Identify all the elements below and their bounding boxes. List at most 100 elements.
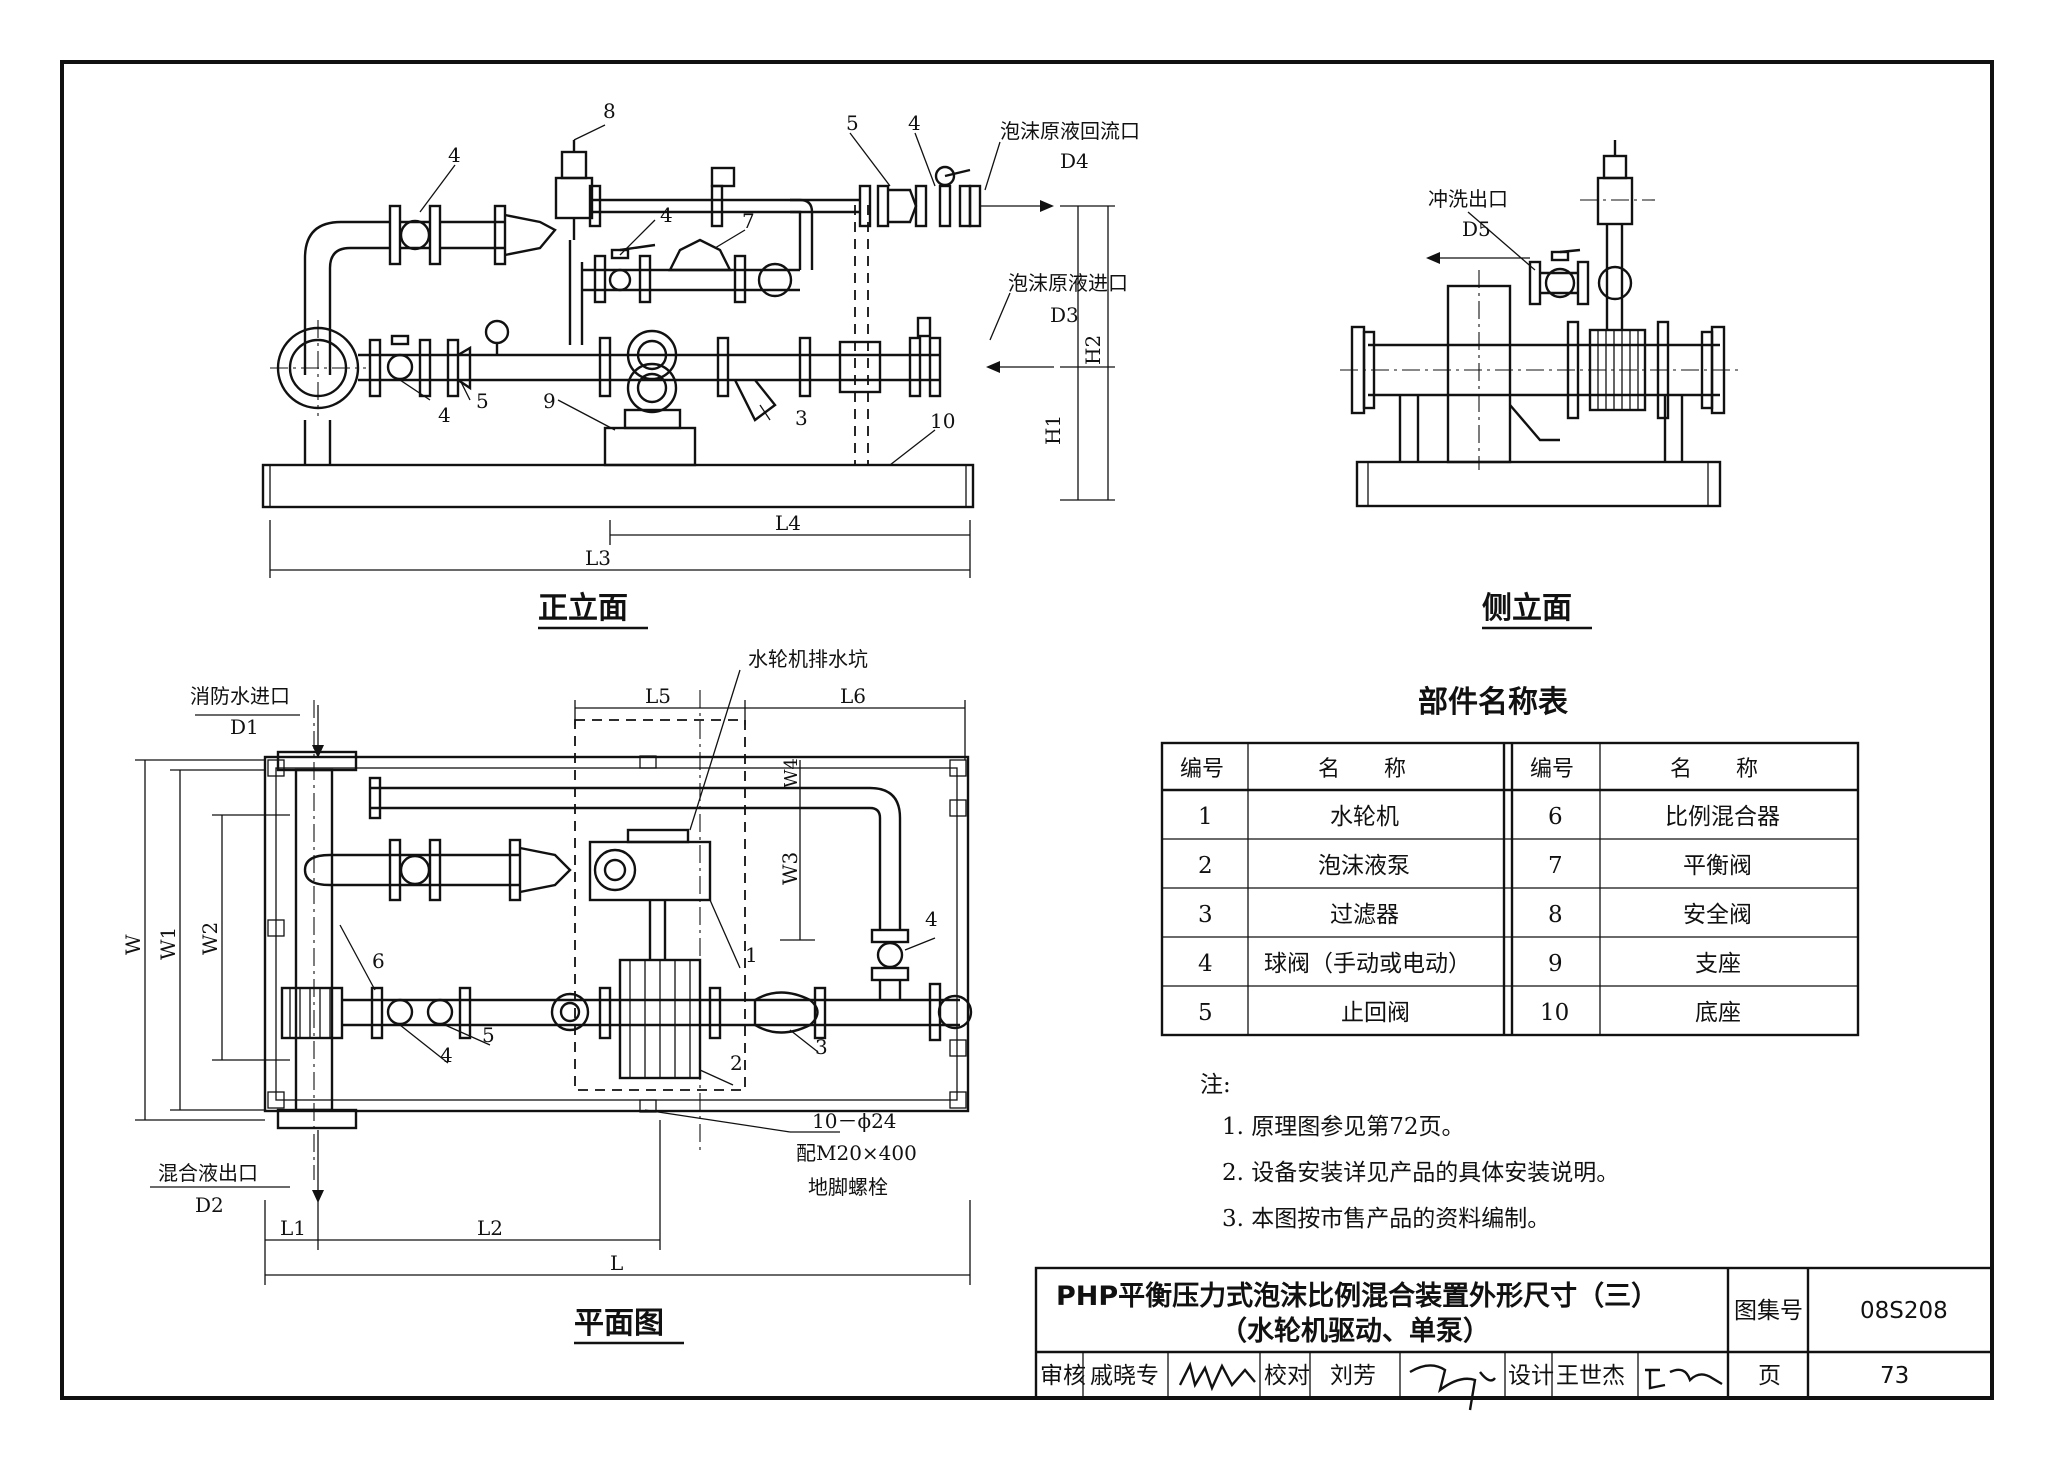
check-label: 校对 (1264, 1363, 1310, 1389)
safety-valve (554, 176, 594, 220)
callout-5-top: 5 (846, 111, 859, 135)
fire-water-inlet-label: 消防水进口 (190, 684, 290, 708)
parts-row-2-no: 2 (1198, 853, 1213, 879)
plan-callout-4: 4 (440, 1043, 453, 1067)
callout-4-left: 4 (448, 143, 461, 167)
inlet-code: D3 (1050, 303, 1079, 327)
design-label: 设计 (1508, 1363, 1554, 1389)
review-label: 审核 (1040, 1363, 1086, 1389)
inlet-label: 泡沫原液进口 (1008, 271, 1128, 295)
flush-outlet-code: D5 (1462, 217, 1491, 241)
plan-callout-2: 2 (730, 1051, 743, 1075)
parts-row-4-name2: 支座 (1695, 951, 1741, 977)
parts-row-5-no2: 10 (1540, 1000, 1569, 1026)
designer-name: 王世杰 (1556, 1363, 1625, 1389)
mixed-outlet-label: 混合液出口 (158, 1161, 258, 1185)
parts-row-2-name2: 平衡阀 (1683, 853, 1752, 879)
parts-row-2-no2: 7 (1548, 853, 1563, 879)
dim-L4: L4 (775, 511, 801, 535)
parts-row-3-no: 3 (1198, 902, 1213, 928)
parts-header-no-2: 编号 (1530, 757, 1574, 782)
mixed-outlet-code: D2 (195, 1193, 224, 1217)
callout-5-low: 5 (476, 389, 489, 413)
callout-9: 9 (543, 389, 556, 413)
plan-base-frame (263, 755, 970, 1113)
side-base-frame (1355, 460, 1722, 508)
checker-signature (1409, 1364, 1496, 1411)
reviewer-name: 戚晓专 (1090, 1363, 1159, 1389)
checker-name: 刘芳 (1330, 1363, 1376, 1389)
parts-row-3-name: 过滤器 (1330, 902, 1399, 928)
parts-header-name-2: 名 称 (1670, 757, 1758, 782)
plan-callout-4-right: 4 (925, 907, 938, 931)
flush-outlet-label: 冲洗出口 (1428, 187, 1508, 211)
parts-header-no-1: 编号 (1180, 757, 1224, 782)
notes: 注: 1. 原理图参见第72页。 2. 设备安装详见产品的具体安装说明。 3. … (1200, 1072, 1619, 1232)
parts-row-4-no: 4 (1198, 951, 1213, 977)
designer-signature (1645, 1368, 1723, 1390)
dim-L: L (610, 1251, 623, 1275)
balance-valve (668, 238, 732, 272)
parts-table: 部件名称表 编号 名 称 编号 名 称 1 水轮机 6 比例混合器 2 泡沫液泵… (1160, 685, 1860, 1037)
dim-W: W (121, 934, 145, 955)
parts-row-5-no: 5 (1198, 1000, 1213, 1026)
dim-W2: W2 (198, 922, 222, 955)
callout-4-low: 4 (438, 403, 451, 427)
bolt-spec-1: 10－ϕ24 (812, 1109, 897, 1133)
plan-view-caption: 平面图 (574, 1306, 664, 1341)
sheet-border (60, 60, 1994, 1400)
plan-callout-6: 6 (372, 949, 385, 973)
plan-callout-1: 1 (745, 943, 758, 967)
parts-table-title: 部件名称表 (1418, 685, 1568, 720)
drawing-title-line1: PHP平衡压力式泡沫比例混合装置外形尺寸（三） (1056, 1280, 1658, 1312)
notes-heading: 注: (1200, 1072, 1231, 1098)
parts-row-1-name2: 比例混合器 (1665, 804, 1780, 830)
foam-pump (626, 329, 678, 381)
parts-row-1-no2: 6 (1548, 804, 1563, 830)
fire-water-inlet-code: D1 (230, 715, 259, 739)
note-1: 1. 原理图参见第72页。 (1222, 1114, 1465, 1140)
parts-row-2-name: 泡沫液泵 (1318, 853, 1410, 879)
page-label: 页 (1758, 1363, 1781, 1389)
page-number: 73 (1880, 1363, 1909, 1389)
dim-H1: H1 (1041, 415, 1065, 445)
drawing-title-line2: （水轮机驱动、单泵） (1220, 1316, 1490, 1347)
reviewer-signature (1178, 1361, 1256, 1392)
parts-row-1-name: 水轮机 (1330, 804, 1399, 830)
front-view-caption: 正立面 (538, 591, 628, 626)
support-9 (603, 426, 697, 467)
parts-row-3-no2: 8 (1548, 902, 1563, 928)
parts-row-5-name2: 底座 (1695, 1000, 1741, 1026)
front-elevation-view: 8 5 4 4 4 7 4 5 9 3 10 泡沫原液回流口 D4 泡沫原液进口… (261, 99, 1140, 630)
title-block: PHP平衡压力式泡沫比例混合装置外形尺寸（三） （水轮机驱动、单泵） 图集号 0… (1034, 1266, 1994, 1411)
note-3: 3. 本图按市售产品的资料编制。 (1222, 1206, 1550, 1232)
dim-L3: L3 (585, 546, 611, 570)
dim-L2: L2 (477, 1216, 503, 1240)
parts-row-4-name: 球阀（手动或电动） (1264, 951, 1471, 977)
callout-10: 10 (930, 409, 955, 433)
note-2: 2. 设备安装详见产品的具体安装说明。 (1222, 1160, 1619, 1186)
dim-L5: L5 (645, 684, 671, 708)
atlas-label: 图集号 (1734, 1298, 1803, 1324)
parts-header-name-1: 名 称 (1318, 757, 1406, 782)
dim-W4: W4 (781, 758, 802, 788)
plan-view: 消防水进口 D1 水轮机排水坑 混合液出口 D2 10－ϕ24 配M20×400… (121, 647, 973, 1345)
plan-callout-5: 5 (482, 1023, 495, 1047)
dim-H2: H2 (1081, 335, 1105, 365)
atlas-number: 08S208 (1860, 1298, 1948, 1324)
plan-callout-3: 3 (815, 1035, 828, 1059)
side-view-caption: 侧立面 (1482, 591, 1572, 626)
dim-L1: L1 (280, 1216, 306, 1240)
callout-3: 3 (795, 406, 808, 430)
dim-W3: W3 (778, 852, 802, 885)
callout-4-top-right: 4 (908, 111, 921, 135)
dim-W1: W1 (156, 927, 180, 960)
bolt-spec-3: 地脚螺栓 (808, 1175, 888, 1199)
callout-4-mid: 4 (660, 203, 673, 227)
turbine-drain-pit-label: 水轮机排水坑 (748, 647, 868, 671)
callout-7: 7 (742, 209, 755, 233)
bolt-spec-2: 配M20×400 (796, 1141, 917, 1165)
side-elevation-view: 冲洗出口 D5 侧立面 (1340, 140, 1740, 630)
front-base-frame (261, 463, 975, 509)
